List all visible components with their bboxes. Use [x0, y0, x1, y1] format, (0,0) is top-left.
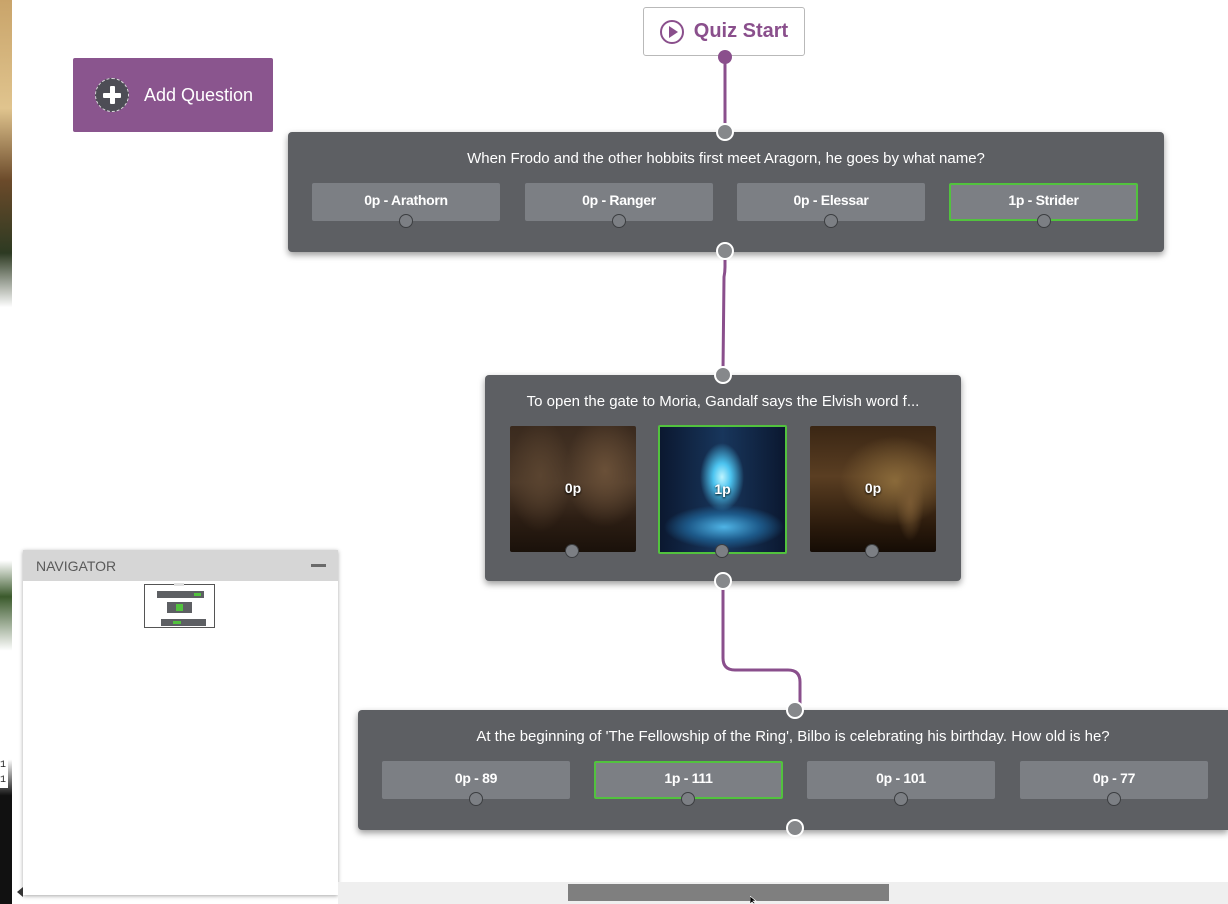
answer-label: 0p - Arathorn [364, 192, 448, 208]
question-3-input-port[interactable] [786, 701, 804, 719]
navigator-panel: NAVIGATOR [23, 550, 338, 895]
question-card-1[interactable]: When Frodo and the other hobbits first m… [288, 132, 1164, 252]
mini-question-1 [157, 591, 204, 598]
mini-start-node [174, 583, 184, 586]
edge-text: 1 1 [0, 758, 8, 788]
answer-label: 0p - 101 [876, 770, 926, 786]
answer-label: 1p [714, 481, 731, 497]
wire-q2-to-q3 [721, 581, 802, 710]
image-answer-ruins[interactable]: 0p [510, 426, 636, 552]
start-output-port[interactable] [718, 50, 732, 64]
question-3-output-port[interactable] [786, 819, 804, 837]
answer-label: 1p - Strider [1008, 192, 1079, 208]
answer-label: 0p - Elessar [793, 192, 869, 208]
answer-output-port[interactable] [894, 792, 908, 806]
mouse-cursor-icon [750, 896, 757, 904]
answer-output-port[interactable] [399, 214, 413, 228]
image-answer-wizard[interactable]: 0p [810, 426, 936, 552]
answer-output-port[interactable] [612, 214, 626, 228]
wire-q1-to-q2 [721, 251, 727, 375]
quiz-start-node[interactable]: Quiz Start [643, 7, 805, 56]
answer-label: 1p - 111 [664, 770, 713, 786]
image-answer-glowing-gate[interactable]: 1p [658, 425, 787, 554]
answer-output-port[interactable] [824, 214, 838, 228]
question-1-input-port[interactable] [716, 123, 734, 141]
answer-label: 0p [564, 480, 582, 496]
add-question-button[interactable]: Add Question [73, 58, 273, 132]
answer-label: 0p [864, 480, 882, 496]
quiz-start-label: Quiz Start [693, 20, 789, 42]
question-card-2[interactable]: To open the gate to Moria, Gandalf says … [485, 375, 961, 581]
horizontal-scrollbar-thumb[interactable] [568, 884, 889, 901]
background-photo-edge [0, 0, 12, 904]
navigator-viewport[interactable] [144, 583, 215, 628]
scroll-left-arrow-icon[interactable] [17, 887, 23, 897]
question-text: To open the gate to Moria, Gandalf says … [526, 393, 920, 410]
question-card-3[interactable]: At the beginning of 'The Fellowship of t… [358, 710, 1228, 830]
question-1-output-port[interactable] [716, 242, 734, 260]
answer-output-port[interactable] [865, 544, 879, 558]
answer-label: 0p - Ranger [582, 192, 656, 208]
mini-correct-answer [194, 593, 201, 596]
answer-output-port[interactable] [681, 792, 695, 806]
answer-output-port[interactable] [715, 544, 729, 558]
answer-output-port[interactable] [1107, 792, 1121, 806]
play-icon [659, 19, 684, 44]
answer-option[interactable]: 0p - Arathorn [312, 183, 500, 221]
question-text: When Frodo and the other hobbits first m… [467, 150, 985, 167]
navigator-header: NAVIGATOR [23, 550, 338, 581]
question-2-output-port[interactable] [714, 572, 732, 590]
minimize-icon[interactable] [311, 564, 326, 567]
answer-label: 0p - 77 [1092, 770, 1136, 786]
plus-icon [95, 78, 129, 112]
mini-correct-answer [176, 604, 183, 611]
navigator-title: NAVIGATOR [36, 557, 117, 574]
answer-output-port[interactable] [469, 792, 483, 806]
mini-correct-answer [173, 621, 181, 624]
question-2-input-port[interactable] [714, 366, 732, 384]
question-text: At the beginning of 'The Fellowship of t… [476, 728, 1110, 745]
answer-output-port[interactable] [565, 544, 579, 558]
answer-output-port[interactable] [1037, 214, 1051, 228]
add-question-label: Add Question [144, 84, 254, 105]
answer-label: 0p - 89 [454, 770, 498, 786]
mini-question-3 [161, 619, 206, 626]
